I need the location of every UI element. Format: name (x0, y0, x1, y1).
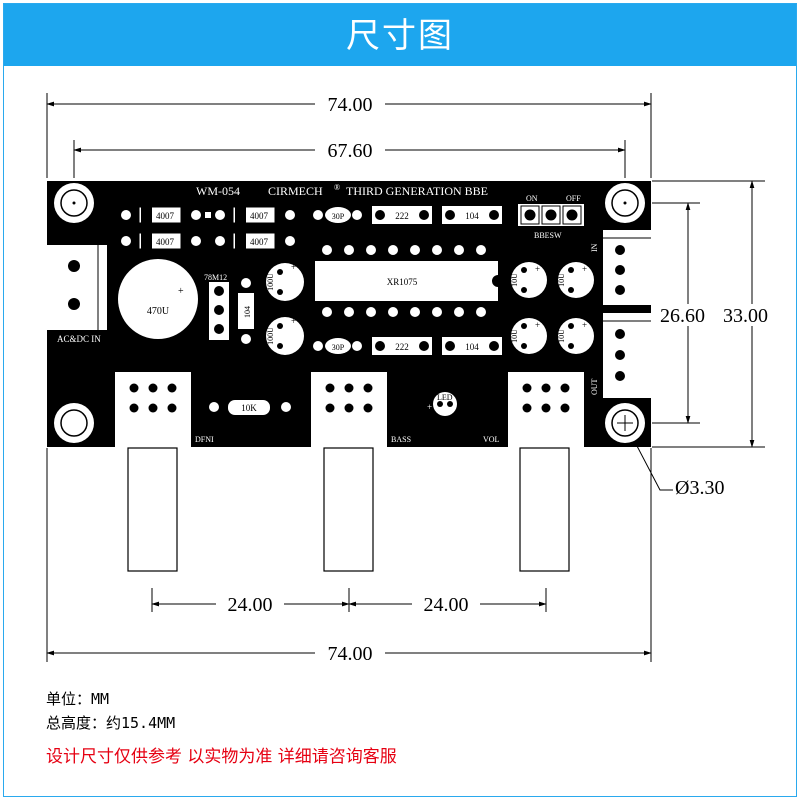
svg-text:10U: 10U (510, 329, 519, 343)
mounting-hole-bl (54, 403, 94, 443)
diode-d3: 4007 (121, 232, 201, 250)
elcap-10u-b: + 10U (557, 262, 594, 298)
switch-header (518, 204, 584, 226)
cap-222-bottom: 222 (372, 337, 432, 355)
svg-text:10K: 10K (241, 403, 257, 413)
board-brand: CIRMECH (268, 184, 323, 198)
switch-label: BBESW (534, 231, 562, 240)
cap-30p-bottom: 30P (313, 338, 362, 354)
dim-bottom-width: 74.00 (328, 643, 373, 665)
dim-pot-spacing-1: 24.00 (228, 594, 273, 616)
elcap-10u-a: + 10U (510, 262, 547, 298)
diode-d2: 4007 (215, 206, 295, 224)
output-label: OUT (590, 378, 599, 395)
svg-text:+: + (582, 320, 587, 330)
svg-text:4007: 4007 (156, 211, 175, 221)
svg-text:+: + (427, 402, 432, 412)
page-frame (3, 3, 797, 797)
cap-222-top: 222 (372, 206, 432, 224)
svg-text:4007: 4007 (156, 237, 175, 247)
svg-text:222: 222 (395, 342, 409, 352)
elcap-100u-b: + 100U (266, 316, 304, 355)
mounting-hole-tl (54, 183, 94, 223)
elcap-10u-c: + 10U (510, 318, 547, 354)
pot-shafts (127, 447, 570, 572)
svg-text:100U: 100U (266, 327, 275, 345)
diode-d1: 4007 (121, 206, 201, 224)
shaft-dfni (127, 447, 178, 572)
svg-text:+: + (535, 320, 540, 330)
svg-text:4007: 4007 (250, 237, 269, 247)
svg-text:+: + (178, 286, 184, 297)
switch-off-label: OFF (566, 194, 581, 203)
dim-overall-width: 74.00 (328, 94, 373, 116)
svg-text:+: + (535, 264, 540, 274)
led: + LED (427, 392, 457, 416)
svg-text:100U: 100U (266, 273, 275, 291)
svg-text:+: + (291, 262, 296, 272)
pot-label-vol: VOL (483, 435, 500, 444)
board-trademark: ® (334, 183, 340, 192)
input-connector (603, 230, 651, 305)
board-model: WM-054 (196, 184, 240, 198)
output-connector (603, 313, 651, 398)
cap-104-bottom: 104 (442, 337, 502, 355)
pot-dfni (115, 372, 191, 447)
cap-470u: + 470U (118, 259, 198, 339)
svg-text:+: + (582, 264, 587, 274)
svg-text:30P: 30P (332, 343, 345, 352)
disclaimer-note: 设计尺寸仅供参考 以实物为准 详细请咨询客服 (46, 747, 397, 767)
dim-overall-height: 33.00 (723, 305, 768, 327)
svg-text:XR1075: XR1075 (387, 277, 418, 287)
title-banner: 尺寸图 (4, 4, 796, 66)
power-label: AC&DC IN (57, 334, 101, 344)
power-terminal (47, 245, 107, 330)
svg-text:470U: 470U (147, 306, 170, 317)
svg-text:LED: LED (437, 393, 453, 402)
pot-label-dfni: DFNI (195, 435, 214, 444)
pot-bass (311, 372, 387, 447)
unit-note: 单位：MM (46, 690, 110, 708)
page-title: 尺寸图 (346, 16, 454, 56)
resistor-10k: 10K (209, 400, 291, 415)
switch-on-label: ON (526, 194, 538, 203)
dim-hole-spacing-x: 67.60 (328, 140, 373, 162)
dim-hole-diameter: Ø3.30 (675, 477, 724, 499)
cap-104-top: 104 (442, 206, 502, 224)
svg-text:10U: 10U (510, 273, 519, 287)
ic-xr1075: XR1075 (315, 245, 498, 317)
svg-text:222: 222 (395, 211, 409, 221)
svg-text:10U: 10U (557, 273, 566, 287)
shaft-bass (323, 447, 374, 572)
regulator-label: 78M12 (204, 273, 227, 282)
pcb-board: WM-054 CIRMECH ® THIRD GENERATION BBE ON… (47, 181, 651, 447)
board-subtitle: THIRD GENERATION BBE (346, 184, 488, 198)
diode-d4: 4007 (215, 232, 295, 250)
input-label: IN (590, 243, 599, 252)
pot-vol (508, 372, 584, 447)
cap-104-vertical: 104 (238, 278, 254, 344)
pot-label-bass: BASS (391, 435, 411, 444)
svg-text:104: 104 (465, 342, 479, 352)
regulator-78m12 (209, 282, 229, 340)
mounting-hole-tr (605, 183, 645, 223)
elcap-10u-d: + 10U (557, 318, 594, 354)
svg-text:30P: 30P (332, 212, 345, 221)
svg-text:4007: 4007 (250, 211, 269, 221)
svg-text:10U: 10U (557, 329, 566, 343)
mounting-hole-br (605, 403, 645, 443)
dim-hole-spacing-y: 26.60 (660, 305, 705, 327)
cap-30p-top: 30P (313, 207, 362, 223)
elcap-100u-a: + 100U (266, 262, 304, 301)
shaft-vol (519, 447, 570, 572)
svg-text:+: + (291, 316, 296, 326)
dim-pot-spacing-2: 24.00 (424, 594, 469, 616)
svg-text:104: 104 (243, 306, 252, 318)
svg-text:104: 104 (465, 211, 479, 221)
height-note: 总高度：约15.4MM (46, 714, 176, 732)
